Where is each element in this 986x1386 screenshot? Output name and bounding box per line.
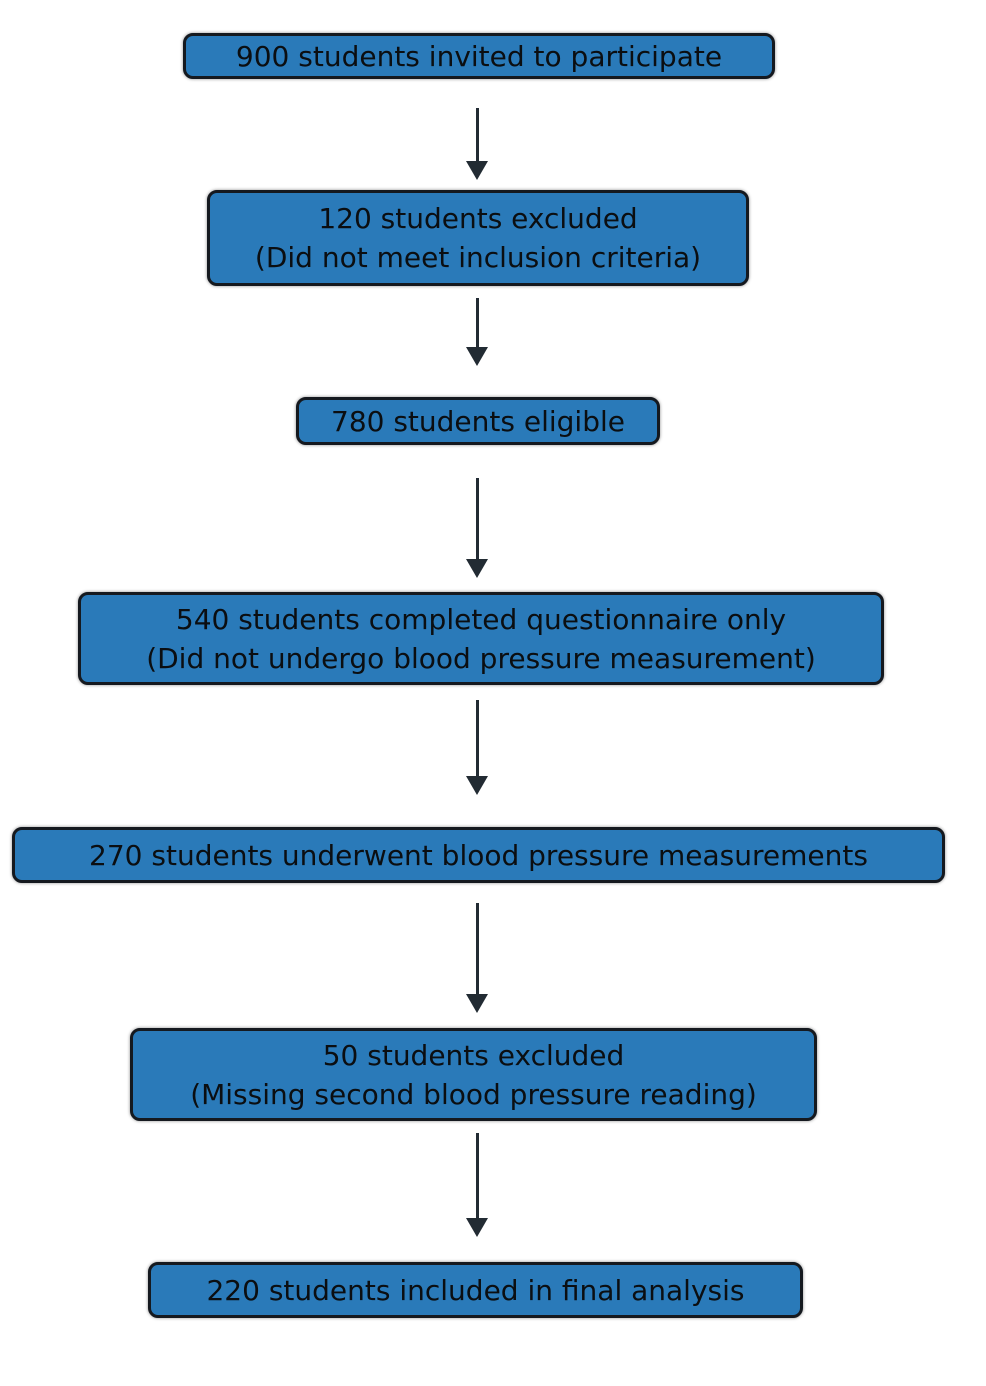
flow-box-excluded-inclusion-subtext: (Did not meet inclusion criteria) [254, 241, 702, 274]
down-arrow-icon [464, 298, 490, 366]
flow-box-final-analysis: 220 students included in final analysis [148, 1262, 803, 1318]
flow-box-excluded-missing-reading-text: 50 students excluded [322, 1038, 625, 1072]
flow-box-excluded-missing-reading: 50 students excluded (Missing second blo… [130, 1028, 817, 1121]
down-arrow-icon [464, 903, 490, 1013]
flow-box-excluded-inclusion: 120 students excluded (Did not meet incl… [207, 190, 749, 286]
flow-box-eligible: 780 students eligible [296, 397, 660, 445]
flow-box-invited: 900 students invited to participate [183, 33, 775, 79]
down-arrow-icon [464, 108, 490, 180]
flow-box-excluded-missing-reading-subtext: (Missing second blood pressure reading) [190, 1077, 757, 1111]
down-arrow-icon [464, 478, 490, 578]
flow-box-invited-text: 900 students invited to participate [235, 39, 723, 73]
down-arrow-icon [464, 1133, 490, 1237]
flow-box-eligible-text: 780 students eligible [331, 404, 625, 438]
flow-box-bp-measurements-text: 270 students underwent blood pressure me… [89, 838, 868, 872]
flow-box-final-analysis-text: 220 students included in final analysis [206, 1273, 745, 1307]
flow-box-questionnaire-only-text: 540 students completed questionnaire onl… [175, 602, 787, 636]
down-arrow-icon [464, 700, 490, 795]
flow-box-questionnaire-only-subtext: (Did not undergo blood pressure measurem… [146, 641, 816, 675]
flow-box-questionnaire-only: 540 students completed questionnaire onl… [78, 592, 884, 685]
flow-box-bp-measurements: 270 students underwent blood pressure me… [12, 827, 945, 883]
flow-box-excluded-inclusion-text: 120 students excluded [318, 202, 638, 235]
